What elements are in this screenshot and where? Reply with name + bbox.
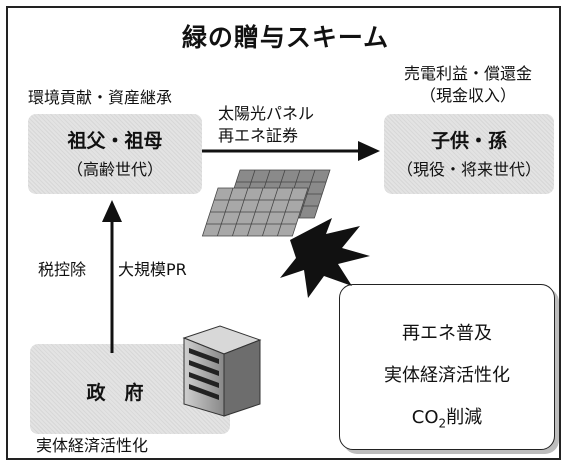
gift-arrow [202,141,380,161]
effect-co2-prefix: CO [411,407,439,428]
effects-box: 再エネ普及 実体経済活性化 CO2削減 [339,284,555,450]
effect-co2: CO2削減 [340,403,554,431]
diagram-title: 緑の贈与スキーム [181,23,390,52]
children-note-1: 売電利益・償還金 [403,64,532,83]
grandparents-sublabel: （高齢世代） [66,160,163,179]
children-note-2: （現金収入） [419,86,516,105]
pr-label: 大規模PR [118,260,187,279]
diagram-graphics [102,141,380,417]
effect-co2-suffix: 削減 [446,407,483,428]
burst-arrow-icon [280,218,370,298]
grandparents-note: 環境貢献・資産継承 [28,88,173,107]
children-label: 子供・孫 [430,130,507,152]
building-icon [182,325,262,417]
effect-co2-sub: 2 [438,416,447,431]
support-arrow [102,200,122,353]
children-sublabel: （現役・将来世代） [396,160,541,179]
government-note: 実体経済活性化 [36,436,149,455]
tax-deduction-label: 税控除 [38,260,87,279]
effect-renewable: 再エネ普及 [402,323,492,344]
gift-label-solar: 太陽光パネル [218,104,315,123]
solar-panel-icon [201,169,331,237]
grandparents-node [28,114,202,194]
diagram-frame: 緑の贈与スキーム 環境貢献・資産継承 祖父・祖母 （高齢世代） 太陽光パネル 再… [6,6,561,460]
grandparents-label: 祖父・祖母 [67,130,163,152]
effect-economy: 実体経済活性化 [384,365,510,386]
children-node [384,114,554,194]
government-label: 政 府 [86,382,144,404]
gift-label-cert: 再エネ証券 [218,126,299,145]
